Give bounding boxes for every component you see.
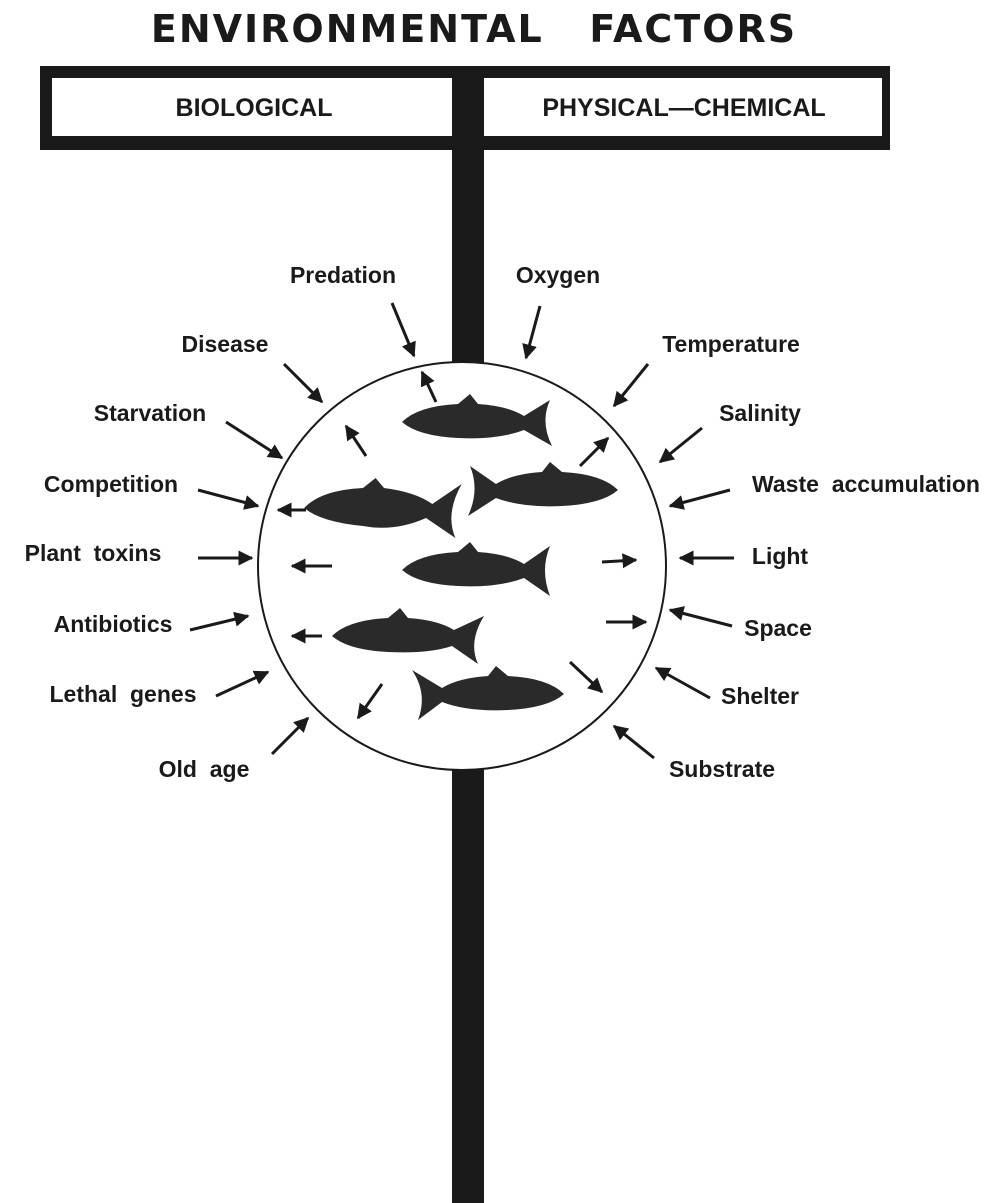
arrow-in-waste-accumulation — [670, 490, 730, 506]
factor-label-old-age: Old age — [159, 756, 250, 782]
arrow-in-space — [670, 610, 732, 626]
factor-label-substrate: Substrate — [669, 756, 775, 782]
factor-label-disease: Disease — [182, 331, 269, 357]
factor-label-starvation: Starvation — [94, 400, 206, 426]
arrow-in-old-age — [272, 718, 308, 754]
diagram-title: ENVIRONMENTAL FACTORS — [151, 7, 797, 51]
arrow-in-salinity — [660, 428, 702, 462]
factor-label-plant-toxins: Plant toxins — [25, 540, 162, 566]
arrow-in-substrate — [614, 726, 654, 758]
factor-label-oxygen: Oxygen — [516, 262, 600, 288]
factor-label-shelter: Shelter — [721, 683, 799, 709]
factor-label-lethal-genes: Lethal genes — [50, 681, 197, 707]
factor-label-salinity: Salinity — [719, 400, 801, 426]
arrow-in-shelter — [656, 668, 710, 698]
arrow-out-6 — [602, 560, 636, 562]
arrow-in-predation — [392, 303, 414, 356]
arrow-in-antibiotics — [190, 616, 248, 630]
factor-label-light: Light — [752, 543, 809, 569]
arrow-in-lethal-genes — [216, 672, 268, 696]
factor-label-waste-accumulation: Waste accumulation — [752, 471, 980, 497]
factor-label-space: Space — [744, 615, 812, 641]
factor-label-antibiotics: Antibiotics — [54, 611, 173, 637]
factor-label-temperature: Temperature — [662, 331, 800, 357]
arrow-in-temperature — [614, 364, 648, 406]
arrow-in-disease — [284, 364, 322, 402]
arrow-in-starvation — [226, 422, 282, 458]
factor-label-competition: Competition — [44, 471, 178, 497]
factor-label-predation: Predation — [290, 262, 396, 288]
physical-chemical-header: PHYSICAL—CHEMICAL — [542, 94, 825, 122]
biological-header: BIOLOGICAL — [176, 94, 333, 122]
arrow-in-oxygen — [526, 306, 540, 358]
arrow-in-competition — [198, 490, 258, 506]
